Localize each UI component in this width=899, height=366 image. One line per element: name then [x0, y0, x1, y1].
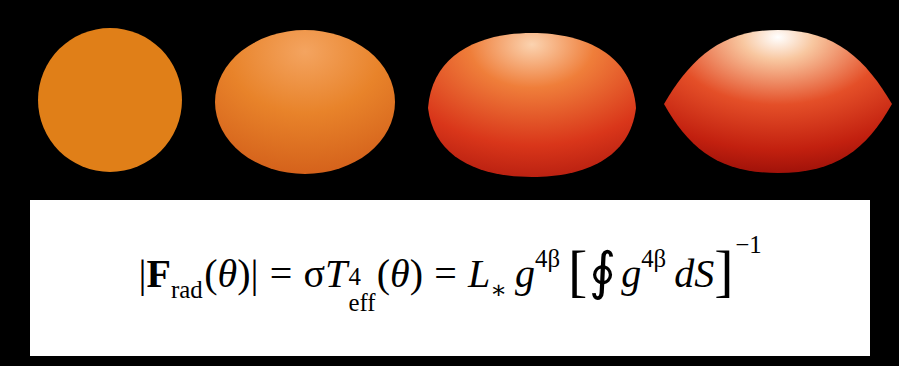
equation-script: eff: [348, 291, 375, 316]
equation-term: (: [204, 254, 217, 294]
equation-script: [: [568, 242, 587, 300]
equation-term: ): [410, 254, 423, 294]
equation-term: =: [434, 254, 457, 294]
spherical-star: [38, 28, 182, 172]
equation-term: )|: [237, 254, 258, 294]
equation-script: ∗: [490, 278, 507, 303]
equation-term: T: [325, 254, 347, 294]
equation-term: |: [138, 254, 146, 294]
oblate-star: [215, 30, 395, 174]
equation-script: −1: [735, 233, 761, 258]
equation-script: 4: [348, 265, 360, 290]
equation-term: =: [270, 254, 293, 294]
script-stack: 4eff: [348, 265, 375, 316]
equation-script: 4β: [535, 247, 560, 272]
equation-term: L: [468, 254, 490, 294]
equation-box: |Frad(θ)|=σT4eff(θ)=L∗g4β[∮g4βdS]−1: [30, 200, 870, 356]
equation-script: rad: [171, 278, 203, 303]
oblate-star: [428, 33, 636, 177]
equation-term: F: [146, 254, 170, 294]
equation-term: g: [621, 254, 641, 294]
equation-term: dS: [674, 254, 714, 294]
equation-term: θ: [390, 254, 410, 294]
equation-script: ∮: [589, 246, 616, 298]
equation-term: θ: [218, 254, 238, 294]
oblate-star: [664, 30, 892, 173]
equation-script: ]: [714, 242, 733, 300]
equation-term: (: [377, 254, 390, 294]
equation-term: σ: [303, 254, 325, 294]
equation-script: 4β: [641, 247, 666, 272]
equation-term: g: [515, 254, 535, 294]
equation: |Frad(θ)|=σT4eff(θ)=L∗g4β[∮g4βdS]−1: [138, 239, 761, 318]
